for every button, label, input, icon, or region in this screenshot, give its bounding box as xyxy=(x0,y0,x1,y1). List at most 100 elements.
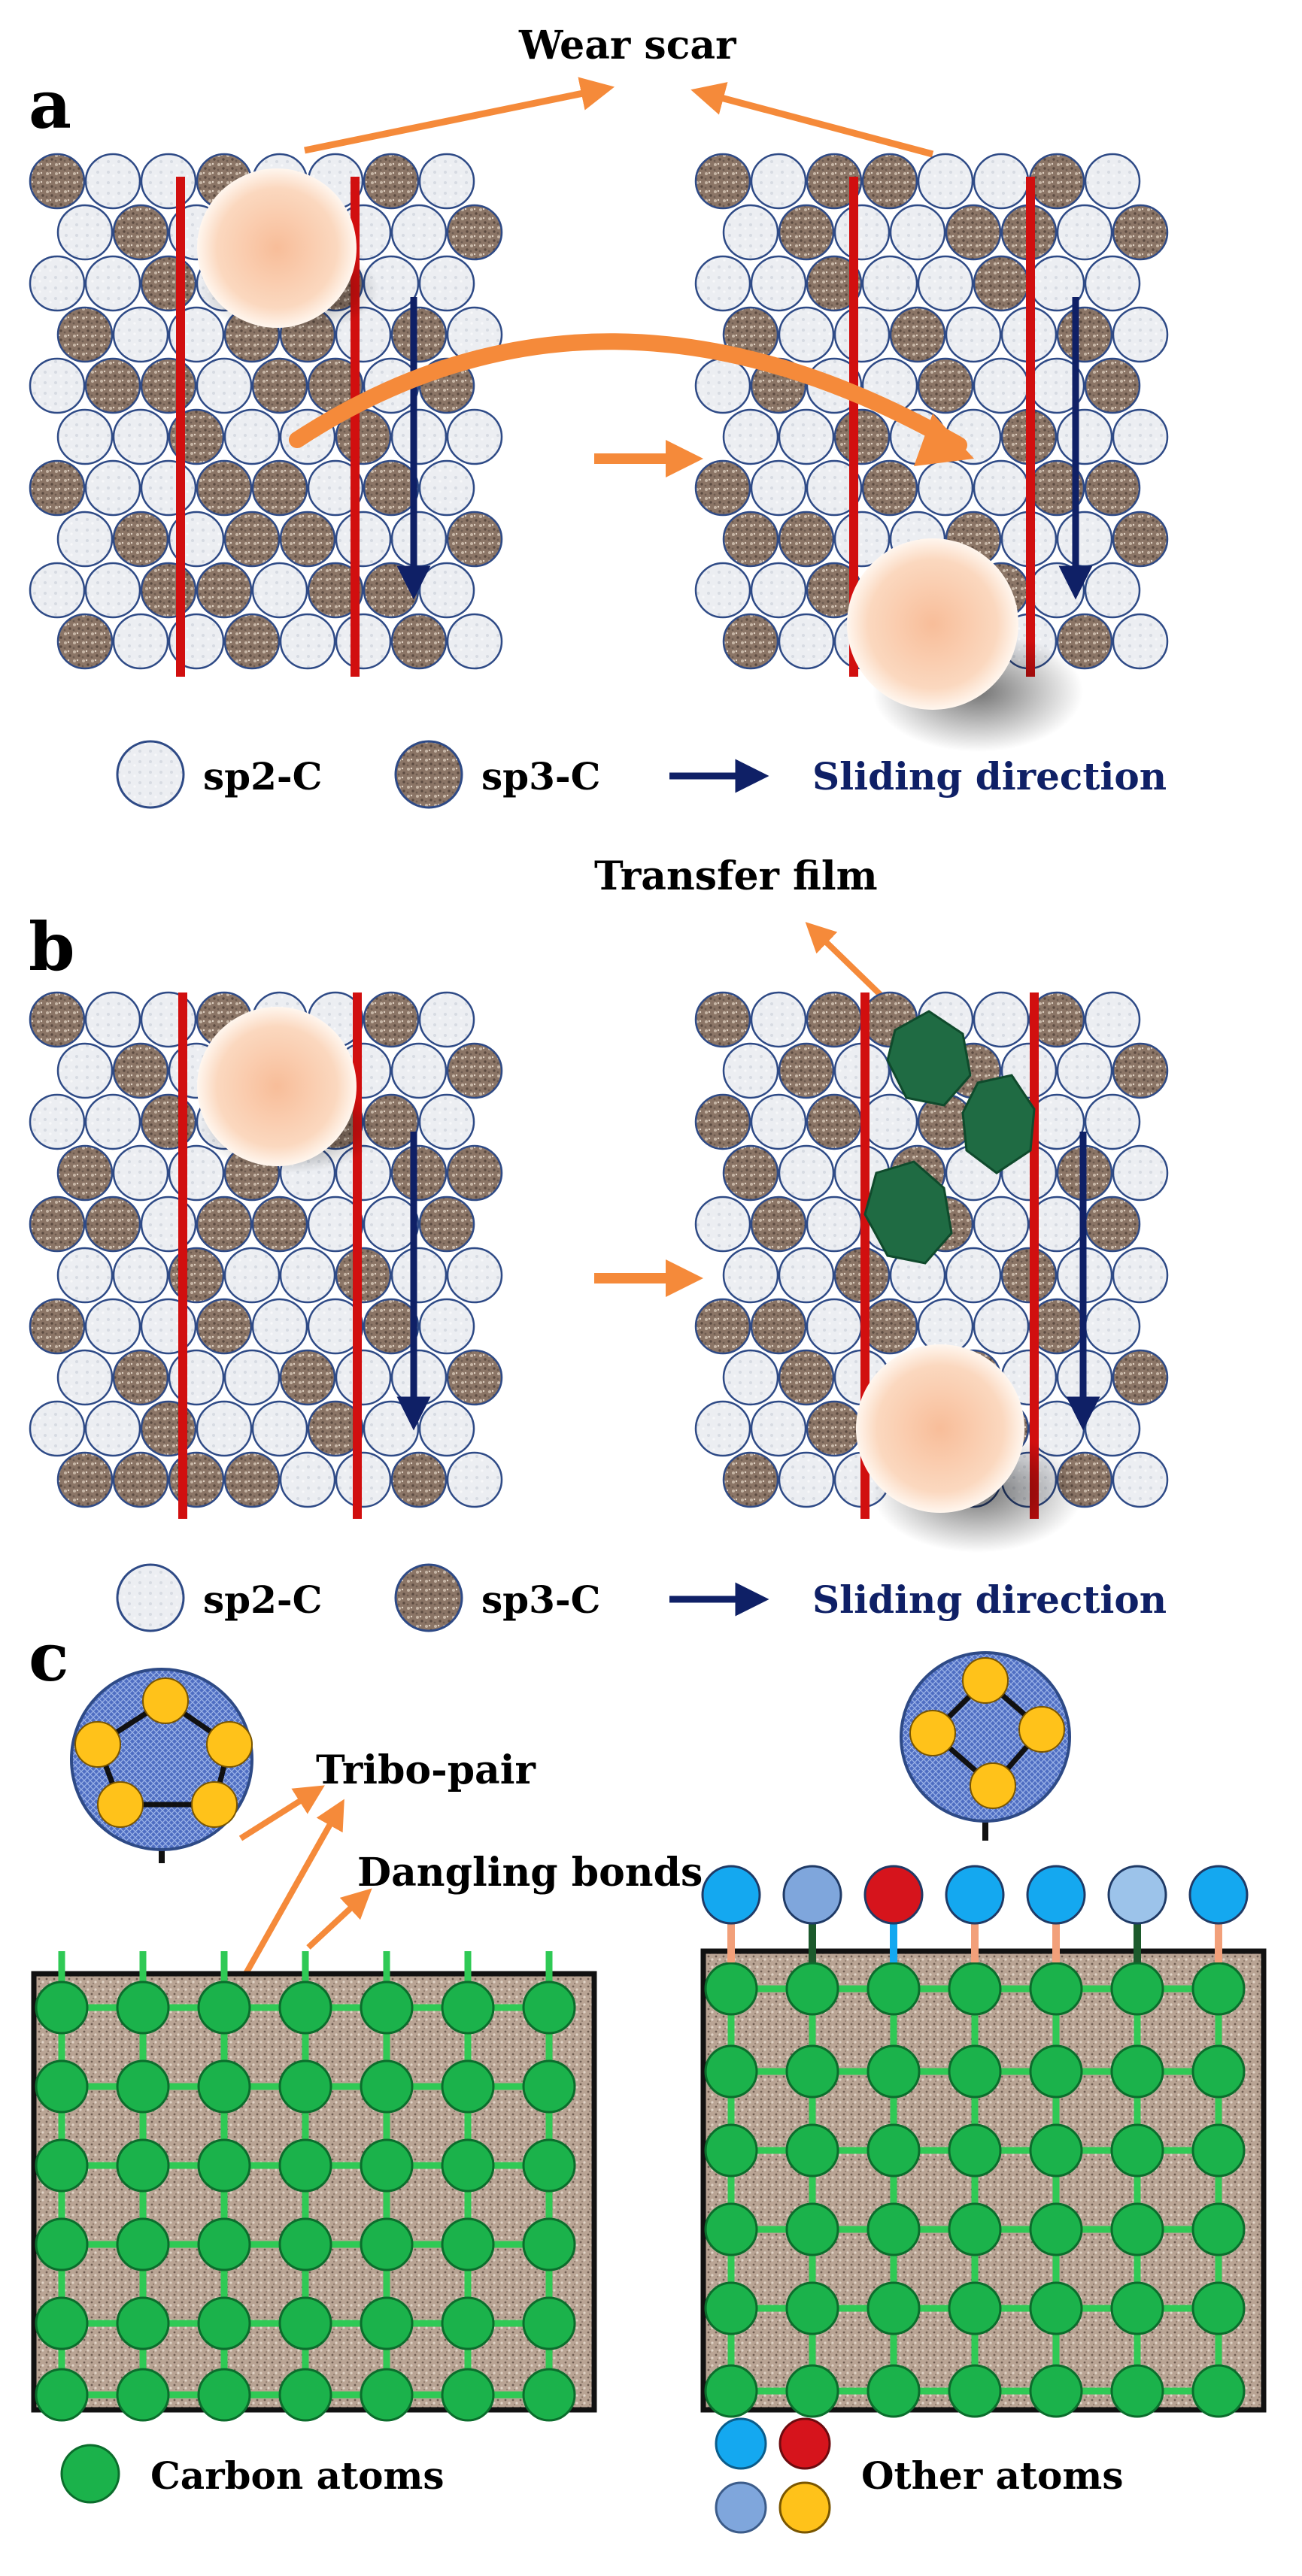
carbon-atom xyxy=(360,2368,414,2422)
carbon-network-right xyxy=(704,1962,1246,2418)
sp3-carbon-atom xyxy=(363,153,420,210)
sp2-legend-swatch xyxy=(116,1563,185,1632)
carbon-atom xyxy=(948,2123,1002,2177)
panel-letter-c: c xyxy=(29,1618,69,1696)
sp2-carbon-atom xyxy=(251,1400,308,1457)
panel-b: Transfer film b sp2-C sp3-C Sliding dire… xyxy=(29,853,1169,1632)
sp3-carbon-atom xyxy=(446,1144,503,1202)
sp3-carbon-atom xyxy=(1056,306,1113,363)
carbon-atom xyxy=(785,2123,839,2177)
sp2-carbon-atom xyxy=(750,1093,807,1150)
sp2-carbon-atom xyxy=(29,357,86,414)
sliding-legend-label: Sliding direction xyxy=(812,754,1167,799)
panel-c: c Tribo-pair Dangling bonds xyxy=(29,1618,1267,2534)
sp3-carbon-atom xyxy=(722,1451,779,1508)
sp3-carbon-atom xyxy=(84,1196,141,1253)
sp2-carbon-atom xyxy=(29,1093,86,1150)
carbon-atom xyxy=(1029,2202,1083,2256)
sp2-carbon-atom xyxy=(917,459,974,517)
sp3-carbon-atom xyxy=(917,357,974,414)
carbon-atom xyxy=(441,1980,495,2035)
tribo-pair-left xyxy=(70,1668,253,1863)
carbon-atom-legend-swatch xyxy=(60,2444,120,2504)
sp2-carbon-atom xyxy=(390,511,448,568)
tribo-atom xyxy=(962,1657,1009,1704)
sp3-carbon-atom xyxy=(251,357,308,414)
carbon-atom xyxy=(35,2217,89,2271)
carbon-atom xyxy=(785,2044,839,2099)
carbon-atom xyxy=(785,2202,839,2256)
other-atom xyxy=(701,1865,761,1925)
sp3-carbon-atom xyxy=(390,306,448,363)
process-arrowhead xyxy=(666,1259,703,1297)
carbon-atom xyxy=(522,2368,576,2422)
carbon-atom xyxy=(278,2217,332,2271)
sp2-carbon-atom xyxy=(223,1349,281,1406)
carbon-atom xyxy=(116,2138,170,2193)
sp2-carbon-atom xyxy=(973,1298,1030,1355)
sp2-carbon-atom xyxy=(694,357,751,414)
sp3-carbon-atom xyxy=(29,1196,86,1253)
other-atom xyxy=(945,1865,1005,1925)
sp2-carbon-atom xyxy=(833,306,891,363)
sp3-carbon-atom xyxy=(307,1400,364,1457)
sp2-carbon-atom xyxy=(168,1144,225,1202)
sp3-carbon-atom xyxy=(363,562,420,619)
sp2-carbon-atom xyxy=(418,1093,475,1150)
sp2-carbon-atom xyxy=(446,408,503,465)
sp2-carbon-atom xyxy=(1112,1144,1169,1202)
sp2-carbon-atom xyxy=(750,459,807,517)
carbon-atom xyxy=(35,2296,89,2350)
sp2-carbon-atom xyxy=(140,153,197,210)
sp2-carbon-atom xyxy=(418,562,475,619)
carbon-atom xyxy=(866,1962,921,2016)
sp3-carbon-atom xyxy=(363,991,420,1048)
sp2-carbon-atom xyxy=(112,613,169,670)
carbon-atom xyxy=(1191,2044,1246,2099)
carbon-atom xyxy=(1029,2281,1083,2335)
material-transfer-curve xyxy=(289,333,967,453)
sp2-carbon-atom xyxy=(56,1349,114,1406)
sp2-carbon-atom xyxy=(722,1247,779,1304)
carbon-atom xyxy=(441,2138,495,2193)
sp2-carbon-atom xyxy=(251,562,308,619)
sp2-carbon-atom xyxy=(56,1042,114,1099)
sp3-carbon-atom xyxy=(1112,1349,1169,1406)
sp2-carbon-atom xyxy=(112,1247,169,1304)
sp3-carbon-atom xyxy=(446,511,503,568)
wear-scar-label: Wear scar xyxy=(518,23,736,68)
tribo-atom xyxy=(74,1721,121,1768)
carbon-atom xyxy=(1191,2364,1246,2418)
sp3-carbon-atom xyxy=(112,1042,169,1099)
sp2-carbon-atom xyxy=(307,459,364,517)
carbon-atom xyxy=(1110,2364,1164,2418)
legend-b: sp2-C sp3-C Sliding direction xyxy=(116,1563,1167,1632)
carbon-atom xyxy=(704,1962,758,2016)
carbon-atom xyxy=(1110,2202,1164,2256)
sp2-carbon-atom xyxy=(861,255,918,312)
sp3-carbon-atom xyxy=(279,1349,336,1406)
sp2-legend-label: sp2-C xyxy=(203,1577,322,1622)
panel-a: a Wear scar sp2-C sp3-C Sliding directio… xyxy=(29,23,1169,809)
sp2-carbon-atom xyxy=(84,153,141,210)
sp2-carbon-atom xyxy=(307,1298,364,1355)
carbon-atom xyxy=(278,2296,332,2350)
sp2-carbon-atom xyxy=(56,511,114,568)
sp3-carbon-atom xyxy=(861,459,918,517)
sp3-carbon-atom xyxy=(446,1349,503,1406)
sp2-carbon-atom xyxy=(140,1298,197,1355)
tribo-ball xyxy=(847,538,1018,710)
tribo-pair-ball xyxy=(900,1651,1071,1823)
sp2-carbon-atom xyxy=(917,255,974,312)
carbon-atom xyxy=(948,2364,1002,2418)
carbon-atom xyxy=(197,1980,251,2035)
sp2-carbon-atom xyxy=(1056,1042,1113,1099)
wear-scar-arrow-right xyxy=(690,82,934,158)
sp3-carbon-atom xyxy=(1112,1042,1169,1099)
sp3-carbon-atom xyxy=(1000,1247,1058,1304)
sp3-carbon-atom xyxy=(694,991,751,1048)
tribo-atom xyxy=(142,1677,189,1724)
sp2-carbon-atom xyxy=(84,1298,141,1355)
carbon-atom xyxy=(441,2296,495,2350)
